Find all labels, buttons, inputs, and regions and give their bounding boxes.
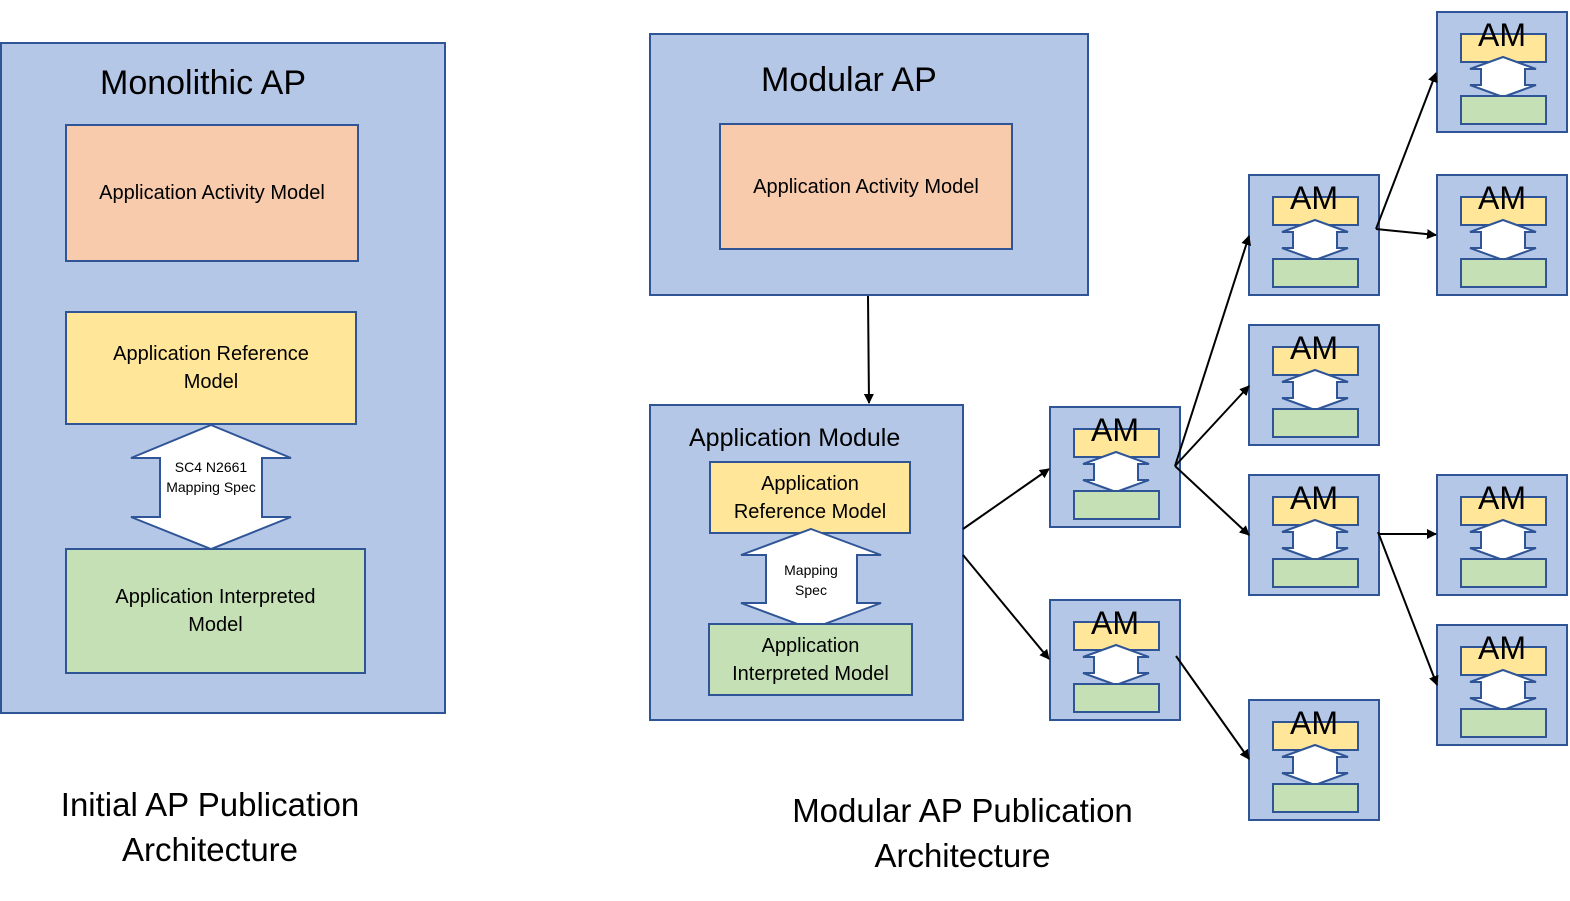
application-activity-model: Application Activity Model bbox=[65, 124, 359, 262]
am-module-box: AM bbox=[1436, 624, 1568, 746]
am-module-box: AM bbox=[1436, 174, 1568, 296]
am-reference-model bbox=[1460, 33, 1547, 63]
monolithic-ap-title: Monolithic AP bbox=[100, 64, 306, 102]
am-label: AM bbox=[1478, 180, 1526, 216]
am-label: AM bbox=[1091, 605, 1139, 641]
am-interpreted-model bbox=[1272, 408, 1359, 438]
am-label: AM bbox=[1478, 17, 1526, 53]
am-interpreted-model bbox=[1460, 708, 1547, 738]
modular-activity-model: Application Activity Model bbox=[719, 123, 1013, 250]
module-reference-model: Application Reference Model bbox=[709, 461, 911, 534]
am-reference-model bbox=[1272, 196, 1359, 226]
am-module-box: AM bbox=[1436, 474, 1568, 596]
application-interpreted-model: Application Interpreted Model bbox=[65, 548, 366, 674]
application-interpreted-model-label: Application Interpreted Model bbox=[115, 586, 316, 636]
module-interpreted-model: Application Interpreted Model bbox=[708, 623, 913, 696]
initial-ap-caption: Initial AP Publication Architecture bbox=[60, 786, 360, 868]
modular-ap-caption: Modular AP Publication Architecture bbox=[792, 792, 1133, 874]
am-label: AM bbox=[1290, 705, 1338, 741]
application-module-title: Application Module bbox=[689, 424, 901, 452]
module-mapping-spec-label: Mapping Spec bbox=[784, 562, 838, 598]
am-interpreted-model bbox=[1460, 258, 1547, 288]
connector-arrow bbox=[1174, 465, 1250, 536]
am-label: AM bbox=[1290, 180, 1338, 216]
am-label: AM bbox=[1478, 480, 1526, 516]
mapping-spec-label: SC4 N2661 Mapping Spec bbox=[166, 459, 256, 495]
am-interpreted-model bbox=[1272, 258, 1359, 288]
am-interpreted-model bbox=[1460, 95, 1547, 125]
connector-arrow bbox=[863, 295, 874, 404]
am-module-box: AM bbox=[1049, 406, 1181, 528]
modular-ap-title: Modular AP bbox=[761, 61, 937, 99]
am-interpreted-model bbox=[1460, 558, 1547, 588]
am-module-box: AM bbox=[1248, 474, 1380, 596]
am-module-box: AM bbox=[1049, 599, 1181, 721]
connector-arrow bbox=[962, 554, 1050, 660]
am-label: AM bbox=[1091, 412, 1139, 448]
application-reference-model: Application Reference Model bbox=[65, 311, 357, 425]
am-interpreted-model bbox=[1073, 683, 1160, 713]
modular-activity-model-label: Application Activity Model bbox=[753, 175, 979, 198]
am-interpreted-model bbox=[1073, 490, 1160, 520]
application-activity-model-label: Application Activity Model bbox=[99, 182, 325, 204]
am-label: AM bbox=[1478, 630, 1526, 666]
connector-arrow bbox=[1175, 655, 1250, 760]
am-module-box: AM bbox=[1248, 699, 1380, 821]
am-interpreted-model bbox=[1272, 783, 1359, 813]
connector-arrow bbox=[962, 468, 1050, 530]
am-module-box: AM bbox=[1248, 324, 1380, 446]
am-module-box: AM bbox=[1436, 11, 1568, 133]
am-label: AM bbox=[1290, 480, 1338, 516]
connector-arrow bbox=[1174, 385, 1250, 467]
connector-arrow bbox=[1375, 228, 1437, 240]
am-interpreted-model bbox=[1272, 558, 1359, 588]
am-module-box: AM bbox=[1248, 174, 1380, 296]
am-label: AM bbox=[1290, 330, 1338, 366]
application-reference-model-label: Application Reference Model bbox=[113, 343, 309, 393]
connector-arrow bbox=[1375, 72, 1438, 230]
connector-arrow bbox=[1174, 235, 1252, 467]
connector-arrow bbox=[1377, 531, 1439, 686]
